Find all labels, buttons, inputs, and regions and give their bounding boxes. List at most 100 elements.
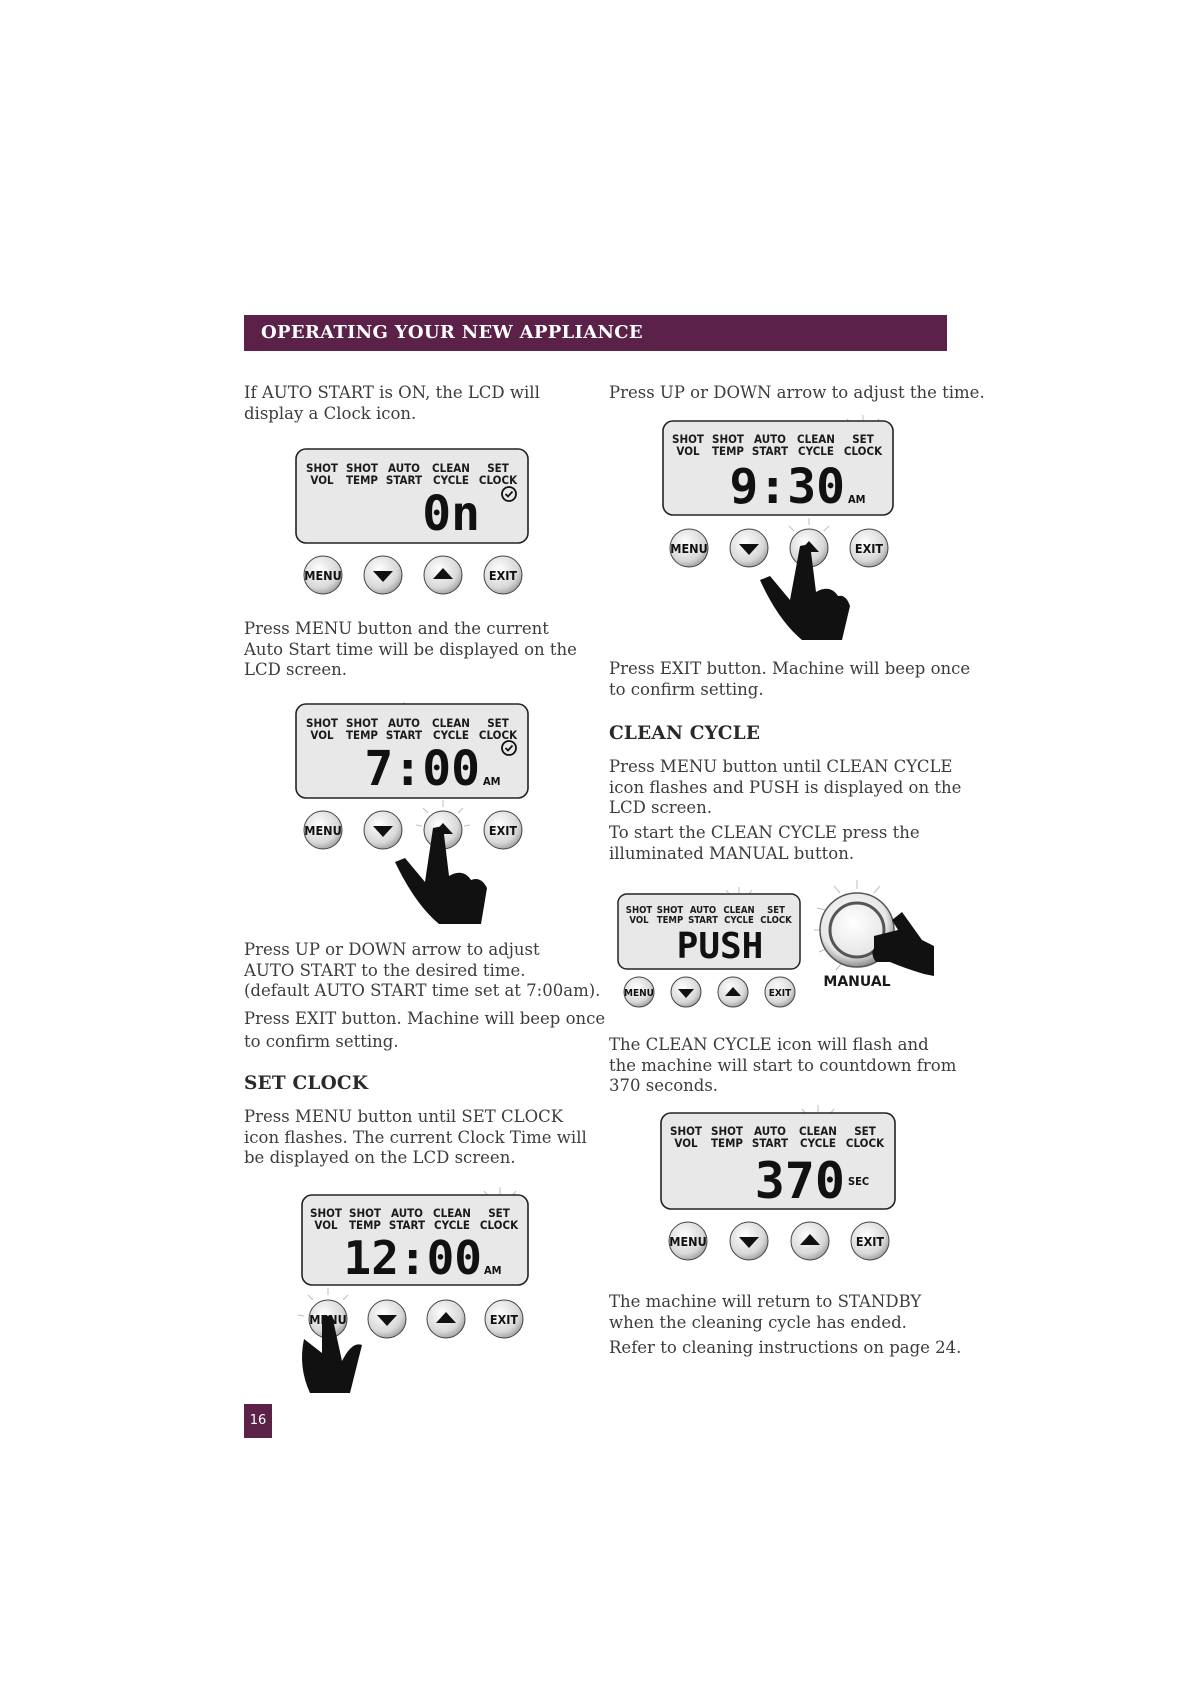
up-arrow-icon [725,987,741,996]
text-line: icon flashes and PUSH is displayed on th… [609,777,962,797]
svg-text:CYCLE: CYCLE [433,728,469,742]
menu-button[interactable] [623,976,655,1008]
lcd-screen [662,420,894,516]
svg-text:SHOT: SHOT [712,432,744,446]
svg-text:CYCLE: CYCLE [434,1218,470,1232]
heading-clean-cycle: CLEAN CYCLE [609,723,761,744]
down-arrow-icon [377,1315,397,1326]
svg-text:SHOT: SHOT [310,1206,342,1220]
paragraph-set-clock: Press MENU button until SET CLOCK icon f… [244,1107,587,1169]
svg-text:SET: SET [854,1124,876,1138]
exit-button[interactable] [764,976,796,1008]
paragraph-standby: The machine will return to STANDBY when … [609,1292,921,1333]
paragraph-press-exit-right: Press EXIT button. Machine will beep onc… [609,659,970,700]
text-line: Press EXIT button. Machine will beep onc… [609,659,971,678]
exit-button-label: EXIT [490,1312,519,1327]
exit-button[interactable] [849,528,889,568]
svg-text:CLOCK: CLOCK [760,915,792,926]
svg-text:AUTO: AUTO [690,905,716,916]
up-arrow-icon [800,1234,820,1245]
svg-text:CYCLE: CYCLE [798,444,834,458]
lcd-screen [295,703,529,799]
lcd-unit: SEC [848,1175,869,1188]
manual-label: MANUAL [823,974,890,990]
text-line: to confirm setting. [244,1032,399,1051]
paragraph-clean-countdown: The CLEAN CYCLE icon will flash and the … [609,1035,956,1097]
button-row: MENU EXIT [303,800,523,850]
svg-text:AUTO: AUTO [754,432,786,446]
pointing-hand-icon [395,826,487,924]
button-row: MENU EXIT [303,555,523,595]
svg-text:SHOT: SHOT [346,716,378,730]
lcd-screen [617,893,801,970]
svg-text:VOL: VOL [629,915,649,926]
svg-text:TEMP: TEMP [346,473,378,487]
menu-button-label: MENU [304,823,341,838]
svg-text:SHOT: SHOT [657,905,684,916]
svg-text:CLOCK: CLOCK [844,444,883,458]
text-line: AUTO START to the desired time. [244,960,526,980]
text-line: (default AUTO START time set at 7:00am). [244,981,601,1000]
menu-button-label: MENU [624,988,654,999]
exit-button[interactable] [483,555,523,595]
manual-button-ring [828,901,886,959]
svg-text:CLEAN: CLEAN [432,716,470,730]
lcd-value: 7:00 [364,741,480,797]
lcd-unit: AM [848,493,866,506]
section-title: OPERATING YOUR NEW APPLIANCE [261,322,643,343]
svg-text:START: START [386,473,422,487]
menu-button[interactable] [669,528,709,568]
exit-button[interactable] [484,1299,524,1339]
text-line: Press UP or DOWN arrow to adjust [244,940,540,959]
lcd-value: 9:30 [729,459,845,515]
svg-text:AUTO: AUTO [388,461,420,475]
paragraph-press-menu: Press MENU button and the current Auto S… [244,619,577,681]
text-line: to confirm setting. [609,679,764,699]
svg-text:SHOT: SHOT [672,432,704,446]
svg-text:TEMP: TEMP [657,915,683,926]
lcd-screen [301,1194,529,1286]
svg-text:SET: SET [488,1206,510,1220]
exit-button[interactable] [850,1221,890,1261]
exit-button-label: EXIT [855,541,884,556]
menu-button[interactable] [303,810,343,850]
exit-button-label: EXIT [489,823,518,838]
text-line: To start the CLEAN CYCLE press the [609,823,920,842]
exit-button-label: EXIT [489,568,518,583]
lcd-screen [660,1112,896,1210]
lcd-value: 370 [755,1152,845,1210]
svg-text:AUTO: AUTO [391,1206,423,1220]
text-line: If AUTO START is ON, the LCD will [244,383,540,402]
svg-text:SHOT: SHOT [626,905,653,916]
exit-button-label: EXIT [856,1234,885,1249]
svg-text:CLEAN: CLEAN [432,461,470,475]
down-arrow-icon [739,544,759,555]
svg-text:SHOT: SHOT [306,716,338,730]
pointing-hand-icon [872,912,934,976]
svg-text:SET: SET [767,905,785,916]
svg-text:START: START [386,728,422,742]
svg-text:CYCLE: CYCLE [433,473,469,487]
svg-text:VOL: VOL [674,1136,698,1150]
button-row: MENU EXIT [297,1288,524,1339]
menu-button[interactable] [303,555,343,595]
down-arrow-icon [373,571,393,582]
svg-text:CLEAN: CLEAN [799,1124,837,1138]
menu-button[interactable] [668,1221,708,1261]
svg-text:CLEAN: CLEAN [723,905,754,916]
down-arrow-icon [739,1237,759,1248]
svg-text:VOL: VOL [676,444,700,458]
svg-text:TEMP: TEMP [349,1218,381,1232]
exit-button[interactable] [483,810,523,850]
paragraph-press-exit: Press EXIT button. Machine will beep onc… [244,1007,605,1053]
text-line: Auto Start time will be displayed on the [244,639,577,659]
svg-text:TEMP: TEMP [346,728,378,742]
text-line: Press MENU button until CLEAN CYCLE [609,757,953,776]
section-header-bar: OPERATING YOUR NEW APPLIANCE [244,315,947,351]
